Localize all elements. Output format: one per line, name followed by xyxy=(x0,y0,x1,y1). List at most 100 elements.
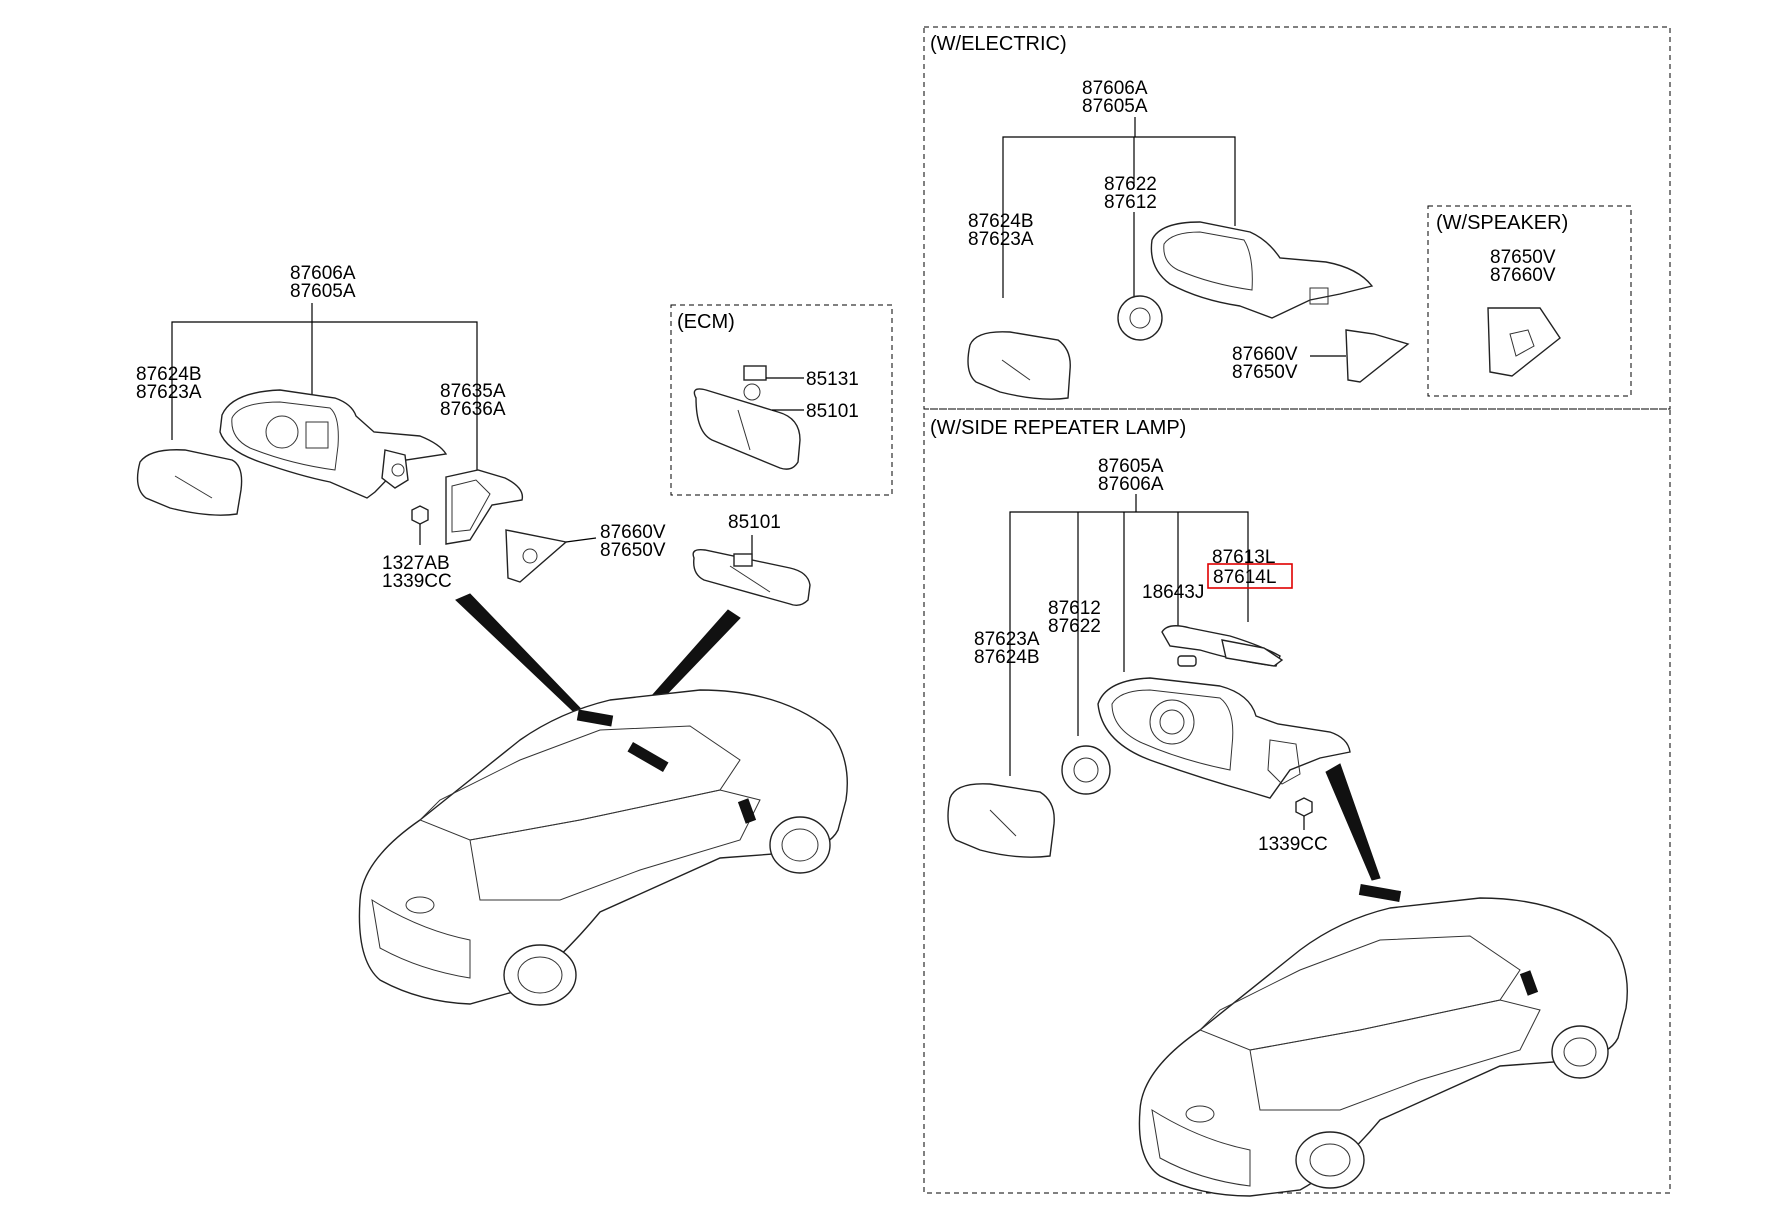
right-car-emblem xyxy=(1185,1105,1215,1123)
left-garnish-label-1[interactable]: 87660V xyxy=(600,522,666,543)
speaker-grille xyxy=(1509,329,1535,357)
left-mirror-cover[interactable] xyxy=(445,469,524,545)
inside-mirror-mount xyxy=(733,553,753,567)
ecm-cover-label[interactable]: 85131 xyxy=(806,369,859,390)
left-car-side-mirror-mark xyxy=(737,798,757,824)
electric-group: 87606A 87605A 87622 87612 87624B 87623A … xyxy=(967,78,1410,400)
right-car-trunk xyxy=(1151,1108,1251,1187)
left-cover-inner xyxy=(451,479,491,533)
repeater-glass-label-2[interactable]: 87624B xyxy=(974,647,1040,668)
repeater-lamp-label-1[interactable]: 87613L xyxy=(1212,547,1275,568)
right-car-side-mirror-mark xyxy=(1519,970,1539,996)
repeater-actuator-ring xyxy=(1149,699,1195,745)
electric-garnish-label-1[interactable]: 87660V xyxy=(1232,344,1298,365)
left-car-rear-wheel xyxy=(503,944,577,1006)
left-housing-pad xyxy=(305,421,329,449)
left-glass-label-2[interactable]: 87623A xyxy=(136,382,202,403)
frame-electric xyxy=(923,26,1671,410)
repeater-actuator-label-1[interactable]: 87612 xyxy=(1048,598,1101,619)
left-nut-label-1[interactable]: 1327AB xyxy=(382,553,450,574)
repeater-glass-reflection xyxy=(989,809,1017,837)
frame-side-repeater-title: (W/SIDE REPEATER LAMP) xyxy=(930,417,1186,439)
frame-speaker xyxy=(1427,205,1632,397)
speaker-label-1[interactable]: 87650V xyxy=(1490,247,1556,268)
right-car-rear-hub xyxy=(1309,1143,1351,1177)
left-glass-reflection xyxy=(174,475,213,499)
repeater-actuator[interactable] xyxy=(1061,745,1111,795)
repeater-assy-bracket xyxy=(1009,511,1249,776)
left-car-mark-2 xyxy=(627,741,669,773)
electric-garnish[interactable] xyxy=(1345,329,1410,383)
electric-glass-label-1[interactable]: 87624B xyxy=(968,211,1034,232)
electric-assy-label-2[interactable]: 87605A xyxy=(1082,96,1148,117)
left-garnish[interactable] xyxy=(505,529,568,583)
repeater-nut-label[interactable]: 1339CC xyxy=(1258,834,1328,855)
repeater-actuator-core xyxy=(1073,757,1099,783)
electric-glass-reflection xyxy=(1001,359,1031,381)
repeater-housing-base xyxy=(1267,739,1301,785)
left-mirror-base xyxy=(381,449,409,489)
left-car-inside-mirror-mark xyxy=(576,709,614,727)
electric-garnish-label-2[interactable]: 87650V xyxy=(1232,362,1298,383)
ecm-mirror-label[interactable]: 85101 xyxy=(806,401,859,422)
repeater-bulb-label[interactable]: 18643J xyxy=(1142,582,1204,603)
repeater-bulb[interactable] xyxy=(1177,655,1197,667)
repeater-assy-label-2[interactable]: 87606A xyxy=(1098,474,1164,495)
speaker-group: 87650V 87660V xyxy=(1487,247,1561,377)
right-car xyxy=(1138,884,1628,1197)
electric-housing-inner xyxy=(1163,231,1253,291)
left-mirror-group: 87606A 87605A 87624B 87623A 87635A 87636… xyxy=(136,263,811,723)
left-assy-label-1[interactable]: 87606A xyxy=(290,263,356,284)
inside-mirror[interactable] xyxy=(692,548,811,607)
electric-housing-bolt xyxy=(1309,287,1329,305)
electric-assy-label-1[interactable]: 87606A xyxy=(1082,78,1148,99)
repeater-glass-label-1[interactable]: 87623A xyxy=(974,629,1040,650)
repeater-mirror-housing[interactable] xyxy=(1097,677,1351,799)
electric-mirror-housing[interactable] xyxy=(1150,221,1374,319)
right-car-body xyxy=(1138,897,1628,1197)
left-assy-label-2[interactable]: 87605A xyxy=(290,281,356,302)
speaker-garnish[interactable] xyxy=(1487,307,1561,377)
speaker-label-2[interactable]: 87660V xyxy=(1490,265,1556,286)
left-garnish-leader xyxy=(565,537,597,543)
electric-actuator-label-1[interactable]: 87622 xyxy=(1104,174,1157,195)
repeater-actuator-ring-inner xyxy=(1159,709,1185,735)
left-mirror-glass[interactable] xyxy=(136,449,243,516)
electric-actuator-label-2[interactable]: 87612 xyxy=(1104,192,1157,213)
electric-actuator-core xyxy=(1129,307,1151,329)
left-car-front-hub xyxy=(781,828,819,862)
left-car xyxy=(358,689,848,1006)
left-garnish-hole xyxy=(522,548,538,564)
ecm-mirror[interactable] xyxy=(693,388,801,470)
left-pointer-mirror xyxy=(455,593,581,713)
left-mirror-housing[interactable] xyxy=(219,389,448,499)
repeater-nut[interactable] xyxy=(1295,797,1313,817)
left-nut[interactable] xyxy=(411,505,429,525)
electric-glass-label-2[interactable]: 87623A xyxy=(968,229,1034,250)
inside-mirror-label[interactable]: 85101 xyxy=(728,512,781,533)
left-cover-label-1[interactable]: 87635A xyxy=(440,381,506,402)
left-nut-label-2[interactable]: 1339CC xyxy=(382,571,452,592)
left-base-bolt xyxy=(391,463,405,477)
frame-speaker-title: (W/SPEAKER) xyxy=(1436,212,1568,234)
frame-ecm-title: (ECM) xyxy=(677,311,735,333)
left-cover-label-2[interactable]: 87636A xyxy=(440,399,506,420)
left-car-emblem xyxy=(405,896,435,914)
frame-side-repeater xyxy=(923,408,1671,1194)
electric-mirror-glass[interactable] xyxy=(967,331,1071,400)
repeater-assy-label-1[interactable]: 87605A xyxy=(1098,456,1164,477)
left-garnish-label-2[interactable]: 87650V xyxy=(600,540,666,561)
electric-actuator[interactable] xyxy=(1117,295,1163,341)
left-glass-label-1[interactable]: 87624B xyxy=(136,364,202,385)
right-car-rear-wheel xyxy=(1295,1131,1365,1189)
ecm-cover-part[interactable] xyxy=(743,365,767,381)
left-car-body xyxy=(358,689,848,1005)
repeater-actuator-label-2[interactable]: 87622 xyxy=(1048,616,1101,637)
left-car-trunk xyxy=(371,898,471,979)
right-car-front-wheel xyxy=(1551,1025,1609,1079)
left-car-front-wheel xyxy=(769,816,831,874)
left-housing-inner xyxy=(231,401,339,471)
repeater-lamp-label-2[interactable]: 87614L xyxy=(1213,567,1276,588)
electric-assy-bracket xyxy=(1002,136,1236,298)
left-assy-bracket xyxy=(171,321,478,474)
